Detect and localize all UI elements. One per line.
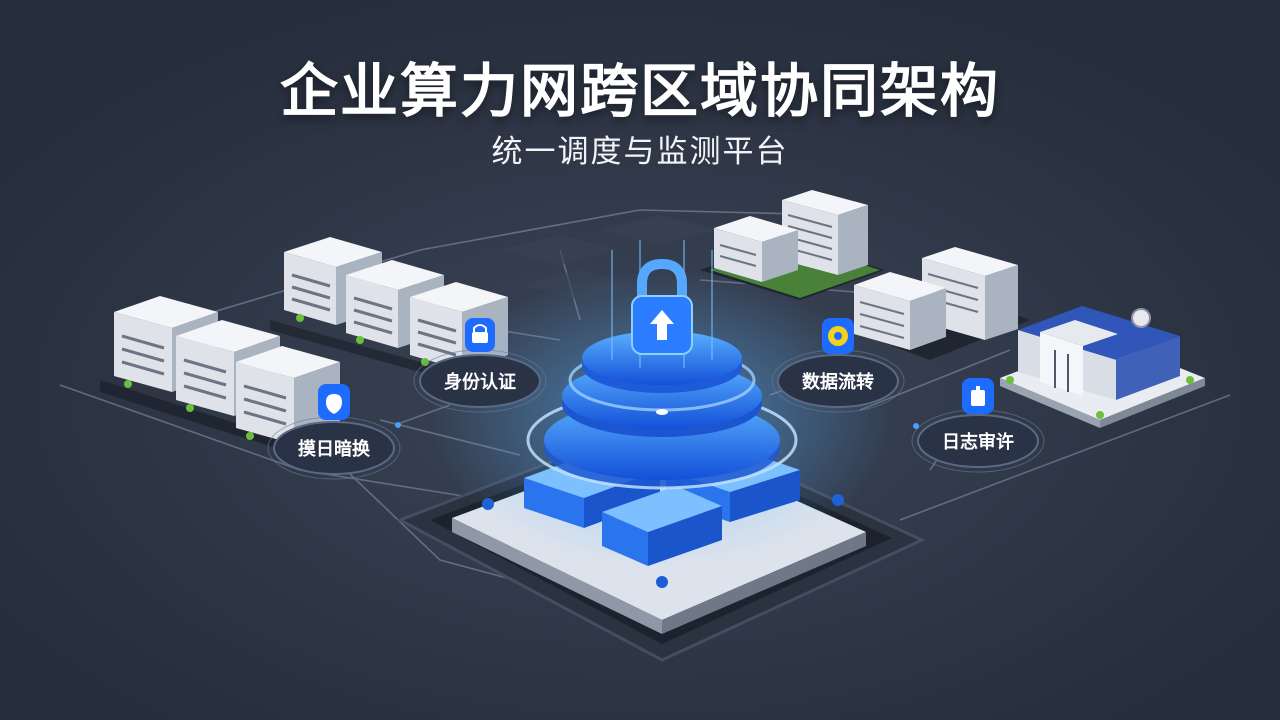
connector-dots [395, 422, 919, 429]
building-cluster-right-middle [850, 247, 1030, 360]
building [236, 346, 340, 444]
compute-block [602, 486, 722, 566]
building [1018, 306, 1180, 400]
building [782, 190, 868, 275]
badge-audit[interactable]: 日志审许 [911, 378, 1045, 473]
badge-identity[interactable]: 身份认证 [413, 318, 547, 413]
lock-icon [465, 318, 495, 352]
antenna-icon [1131, 308, 1151, 328]
building [854, 272, 946, 350]
building-cluster-right-top [700, 190, 885, 300]
building-cluster-right-front [1000, 306, 1205, 428]
building-cluster-left-back [270, 237, 520, 400]
badge-label: 日志审许 [942, 431, 1014, 453]
page-title: 企业算力网跨区域协同架构 [279, 57, 1000, 125]
page-subtitle: 统一调度与监测平台 [491, 134, 789, 170]
badge-swap[interactable]: 摸日暗换 [267, 384, 401, 480]
badge-label: 摸日暗换 [298, 438, 371, 460]
stacked-rings [526, 331, 798, 490]
padlock-icon [631, 258, 693, 355]
badge-label: 身份认证 [444, 371, 516, 393]
badge-label: 数据流转 [802, 371, 874, 393]
building-cluster-left-front [100, 296, 340, 462]
building [714, 216, 798, 282]
file-lock-icon [962, 378, 994, 414]
shield-icon [318, 384, 350, 420]
badge-dataflow[interactable]: 数据流转 [771, 318, 905, 413]
circle-icon [822, 318, 854, 354]
